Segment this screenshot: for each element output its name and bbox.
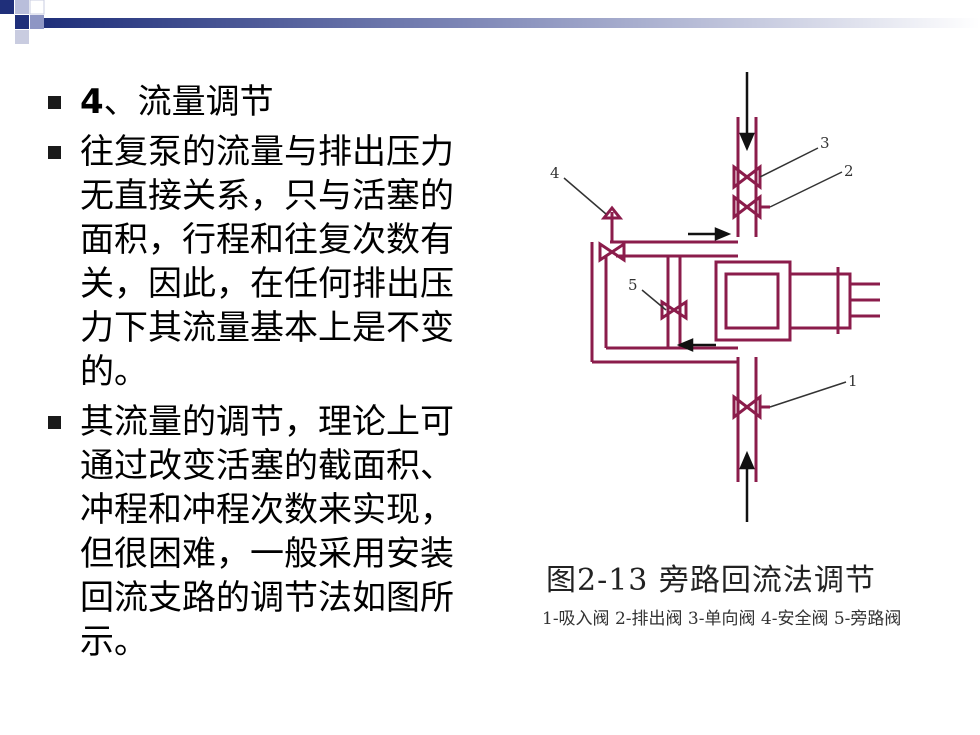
label-5: 5 (628, 276, 638, 294)
heading-number: 4 (80, 82, 104, 122)
corner-square (15, 0, 29, 14)
arrowhead (676, 338, 694, 352)
valve-3 (732, 163, 762, 191)
label-3: 3 (820, 134, 830, 152)
paragraph-text: 其流量的调节，理论上可通过改变活塞的截面积、冲程和冲程次数来实现，但很困难，一般… (80, 402, 454, 662)
arrowhead (739, 132, 755, 152)
relief-tip (600, 205, 624, 220)
bullet-list: 4、流量调节 往复泵的流量与排出压力无直接关系，只与活塞的面积，行程和往复次数有… (42, 80, 482, 670)
corner-square (0, 0, 14, 14)
leader-3 (759, 147, 819, 178)
cylinder (790, 272, 852, 330)
valve-4 (598, 241, 626, 263)
part-labels: 1 2 3 4 5 (550, 134, 858, 390)
bypass-diagram: 1 2 3 4 5 (550, 72, 880, 522)
leader-lines (563, 147, 847, 408)
figure-caption: 图2-13 旁路回流法调节 (546, 563, 876, 598)
corner-square (29, 0, 45, 15)
arrowhead (714, 227, 732, 241)
bullet-heading: 4、流量调节 (42, 80, 482, 124)
figure-legend: 1-吸入阀 2-排出阀 3-单向阀 4-安全阀 5-旁路阀 (542, 609, 902, 629)
corner-square (15, 15, 29, 29)
pipe-network (590, 117, 880, 482)
label-4: 4 (550, 164, 560, 182)
bullet-square-icon (48, 146, 61, 159)
heading-text: 、流量调节 (103, 82, 274, 122)
paragraph-text: 往复泵的流量与排出压力无直接关系，只与活塞的面积，行程和往复次数有关，因此，在任… (80, 132, 454, 392)
arrowhead (739, 450, 755, 470)
corner-square (30, 15, 44, 29)
valve-2 (732, 193, 762, 221)
label-2: 2 (844, 162, 854, 180)
leader-1 (769, 381, 847, 408)
bullet-square-icon (48, 96, 61, 109)
header-band (0, 0, 980, 44)
label-1: 1 (848, 372, 858, 390)
header-gradient-bar (44, 18, 980, 28)
leader-5 (641, 289, 667, 311)
leader-2 (769, 171, 843, 208)
flow-arrows (676, 72, 755, 522)
pump-chamber (724, 272, 780, 330)
leader-4 (563, 177, 607, 215)
bullet-paragraph-1: 往复泵的流量与排出压力无直接关系，只与活塞的面积，行程和往复次数有关，因此，在任… (42, 130, 482, 394)
bullet-paragraph-2: 其流量的调节，理论上可通过改变活塞的截面积、冲程和冲程次数来实现，但很困难，一般… (42, 400, 482, 664)
valve-5 (660, 299, 688, 321)
corner-square (15, 30, 29, 44)
bullet-square-icon (48, 416, 61, 429)
pump-body (714, 260, 792, 342)
valves (598, 163, 770, 421)
valve-1 (732, 393, 762, 421)
